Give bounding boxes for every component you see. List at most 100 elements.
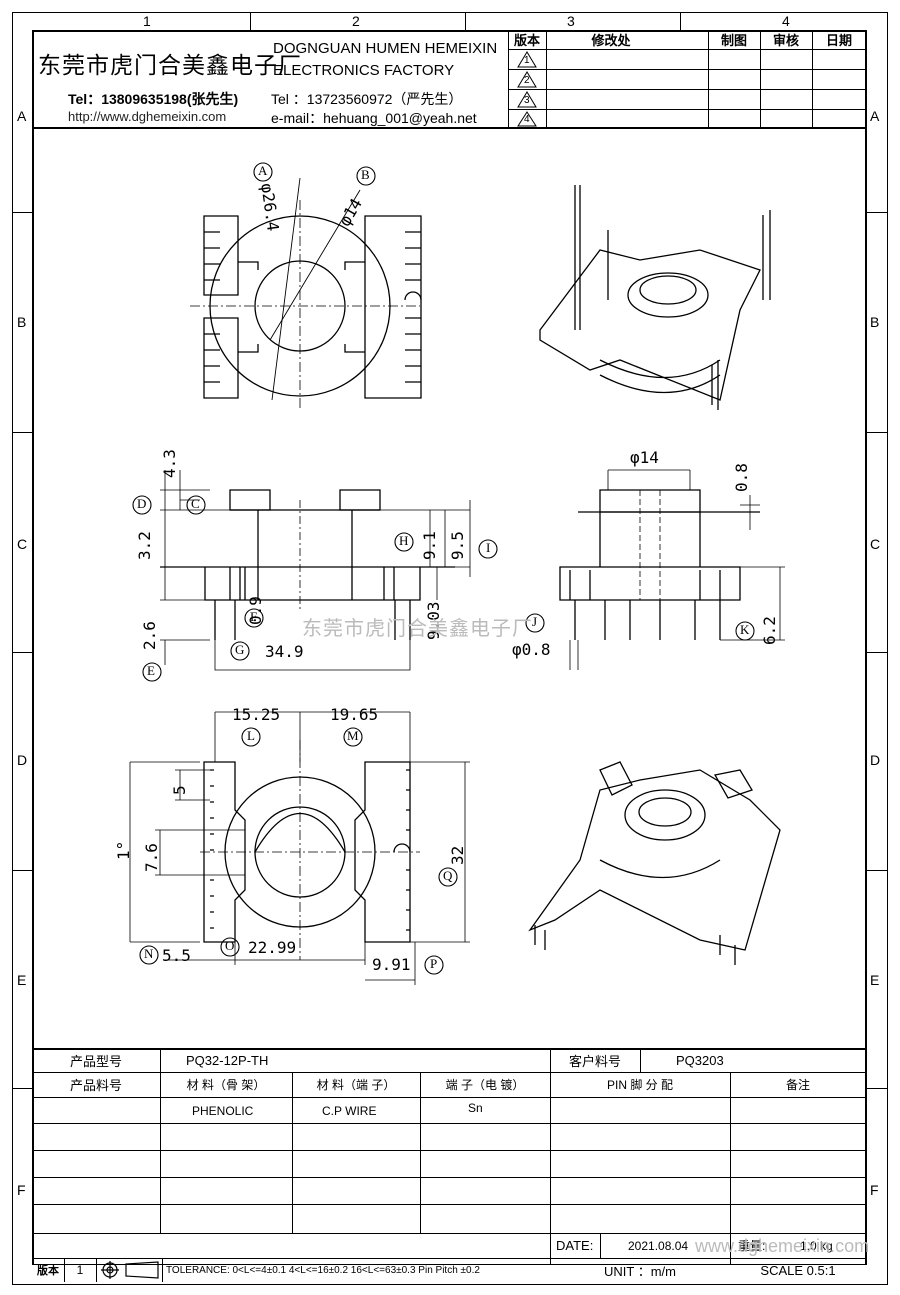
revision-mark-1-label: 1 <box>524 55 530 66</box>
dim-15-25: 15.25 <box>232 705 281 724</box>
dim-0-8: 0.8 <box>732 463 751 492</box>
dim-0-9: 0.9 <box>246 596 265 625</box>
watermark-url: www.dghemeixin.com <box>695 1236 870 1256</box>
dim-5-5: 5.5 <box>162 946 191 965</box>
unit-text: UNIT ：m/m <box>604 1263 676 1279</box>
watermark-text: 东莞市虎门合美鑫电子厂 <box>302 618 533 640</box>
dim-9-5: 9.5 <box>448 531 467 560</box>
material-pin-value: C.P WIRE <box>322 1104 377 1118</box>
isometric-view-top <box>539 185 771 410</box>
customer-part-label: 客户料号 <box>568 1053 621 1069</box>
remark-label: 备注 <box>785 1078 810 1092</box>
isometric-view-bottom <box>528 761 781 965</box>
dim-1-degree: 1° <box>114 840 133 860</box>
label-c: C <box>191 496 200 511</box>
dim-9-1: 9.1 <box>420 531 439 560</box>
company-name-en-1: DOGNGUAN HUMEN HEMEIXIN <box>273 40 498 57</box>
dim-32: 32 <box>448 845 467 865</box>
label-a: A <box>258 163 268 178</box>
dim-pin-diameter: φ0.8 <box>512 640 551 659</box>
bottom-view <box>129 711 470 985</box>
row-label-f-right: F <box>870 1182 879 1198</box>
column-label-3: 3 <box>567 13 575 29</box>
material-bobbin-label: 材 料（骨 架） <box>186 1078 266 1092</box>
row-label-a-right: A <box>870 108 880 124</box>
label-f: F <box>250 609 258 624</box>
dim-22-99: 22.99 <box>248 938 297 957</box>
customer-part-value: PQ3203 <box>676 1052 724 1068</box>
model-value: PQ32-12P-TH <box>186 1052 269 1068</box>
part-number-label: 产品料号 <box>69 1078 122 1093</box>
material-pin-label: 材 料（端 子） <box>316 1078 396 1092</box>
dim-4-3: 4.3 <box>160 449 179 478</box>
row-label-d-right: D <box>870 752 881 768</box>
date-value: 2021.08.04 <box>628 1238 689 1253</box>
label-j: J <box>532 614 538 629</box>
label-k: K <box>740 622 750 637</box>
dim-3-2: 3.2 <box>135 531 154 560</box>
column-label-1: 1 <box>143 13 151 29</box>
column-label-4: 4 <box>782 13 790 29</box>
dim-5: 5 <box>170 785 189 795</box>
revision-mark-3-label: 3 <box>524 95 530 106</box>
dim-end-inner-diameter: φ14 <box>630 448 659 467</box>
label-o: O <box>225 938 235 953</box>
company-tel-1: Tel：13809635198(张先生) <box>68 91 239 107</box>
pin-assignment-label: PIN 脚 分 配 <box>606 1078 673 1092</box>
scale-text: SCALE 0.5:1 <box>760 1262 836 1278</box>
dim-6-2: 6.2 <box>760 616 779 645</box>
label-l: L <box>247 728 255 743</box>
row-label-c: C <box>17 536 28 552</box>
row-label-b: B <box>17 314 27 330</box>
end-view <box>559 469 785 670</box>
label-b: B <box>361 167 370 182</box>
top-view <box>190 177 422 410</box>
revision-header-date: 日期 <box>825 33 852 48</box>
label-g: G <box>235 642 245 657</box>
version-value: 1 <box>76 1263 84 1277</box>
company-name-en-2: ELECTRONICS FACTORY <box>273 62 455 79</box>
tolerance-text: TOLERANCE: 0<L<=4±0.1 4<L<=16±0.2 16<L<=… <box>166 1264 480 1276</box>
date-label: DATE: <box>556 1238 594 1253</box>
label-e: E <box>147 663 155 678</box>
dim-34-9: 34.9 <box>265 642 304 661</box>
weight-label: 重量: <box>738 1239 766 1253</box>
dim-2-6: 2.6 <box>140 621 159 650</box>
column-label-2: 2 <box>352 13 360 29</box>
model-label: 产品型号 <box>69 1053 122 1069</box>
row-label-a: A <box>17 108 27 124</box>
dim-7-6: 7.6 <box>142 843 161 872</box>
company-email-link[interactable]: e-mail：hehuang_001@yeah.net <box>271 110 477 126</box>
label-m: M <box>347 728 359 743</box>
row-label-b-right: B <box>870 314 880 330</box>
row-label-e-right: E <box>870 972 880 988</box>
revision-header-change: 修改处 <box>591 33 631 48</box>
side-view <box>160 470 471 671</box>
revision-mark-2-label: 2 <box>524 75 530 86</box>
row-label-e: E <box>17 972 27 988</box>
row-label-d: D <box>17 752 28 768</box>
label-d: D <box>137 496 147 511</box>
dim-19-65: 19.65 <box>330 705 379 724</box>
label-i: I <box>486 540 491 555</box>
dim-9-91: 9.91 <box>372 955 411 974</box>
revision-header-version: 版本 <box>513 33 540 48</box>
row-label-c-right: C <box>870 536 881 552</box>
revision-mark-4-label: 4 <box>524 114 530 125</box>
plating-label: 端 子（电 镀） <box>445 1078 525 1092</box>
label-p: P <box>430 956 438 971</box>
material-bobbin-value: PHENOLIC <box>192 1104 254 1118</box>
weight-value: 1.0 kg <box>800 1238 833 1253</box>
company-website-link[interactable]: http://www.dghemeixin.com <box>68 109 227 124</box>
version-label: 版本 <box>37 1265 59 1277</box>
company-tel-2: Tel ：13723560972（严先生） <box>271 91 463 107</box>
company-name-cn: 东莞市虎门合美鑫电子厂 <box>38 53 302 79</box>
plating-value: Sn <box>468 1101 483 1115</box>
label-q: Q <box>443 868 453 883</box>
label-h: H <box>399 533 409 548</box>
label-n: N <box>144 946 154 961</box>
row-label-f: F <box>17 1182 26 1198</box>
revision-header-drawn: 制图 <box>720 33 747 48</box>
revision-header-checked: 审核 <box>772 33 799 48</box>
